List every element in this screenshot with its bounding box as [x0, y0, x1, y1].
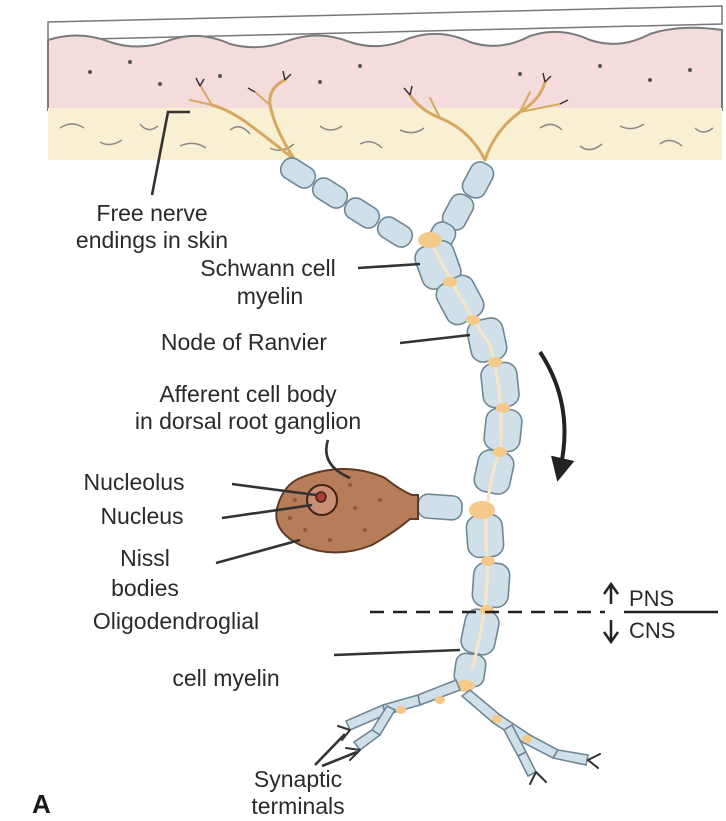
label-afferent-1: Afferent cell body [159, 381, 337, 407]
epidermis-layer [48, 28, 722, 110]
label-oligo-2: cell myelin [172, 665, 279, 691]
afferent-cell-body [276, 469, 462, 553]
label-nissl: Nissl [120, 545, 170, 571]
axon-left-branch [277, 154, 416, 251]
signal-direction-arrow [540, 352, 565, 470]
label-nucleolus: Nucleolus [84, 469, 185, 495]
synaptic-terminals [338, 680, 600, 784]
label-free-nerve-1: Free nerve [96, 200, 207, 226]
label-pns: PNS [629, 586, 674, 611]
label-bodies: bodies [111, 575, 179, 601]
label-free-nerve-2: endings in skin [76, 227, 228, 253]
cns-down-arrow [604, 620, 618, 642]
myelinated-axon [412, 237, 523, 687]
dermis-layer [48, 108, 722, 160]
label-nucleus: Nucleus [100, 503, 183, 529]
skin-surface [48, 6, 722, 40]
label-schwann-1: Schwann cell [200, 255, 336, 281]
label-synaptic: Synaptic [254, 766, 342, 792]
pns-up-arrow [604, 584, 618, 604]
label-schwann-2: myelin [237, 283, 303, 309]
label-oligo-1: Oligodendroglial [93, 608, 259, 634]
nucleolus [316, 492, 326, 502]
label-terminals: terminals [251, 793, 344, 819]
skin [48, 6, 722, 160]
panel-letter: A [32, 789, 51, 819]
label-cns: CNS [629, 618, 675, 643]
label-node-of-ranvier: Node of Ranvier [161, 329, 328, 355]
label-afferent-2: in dorsal root ganglion [135, 408, 361, 434]
